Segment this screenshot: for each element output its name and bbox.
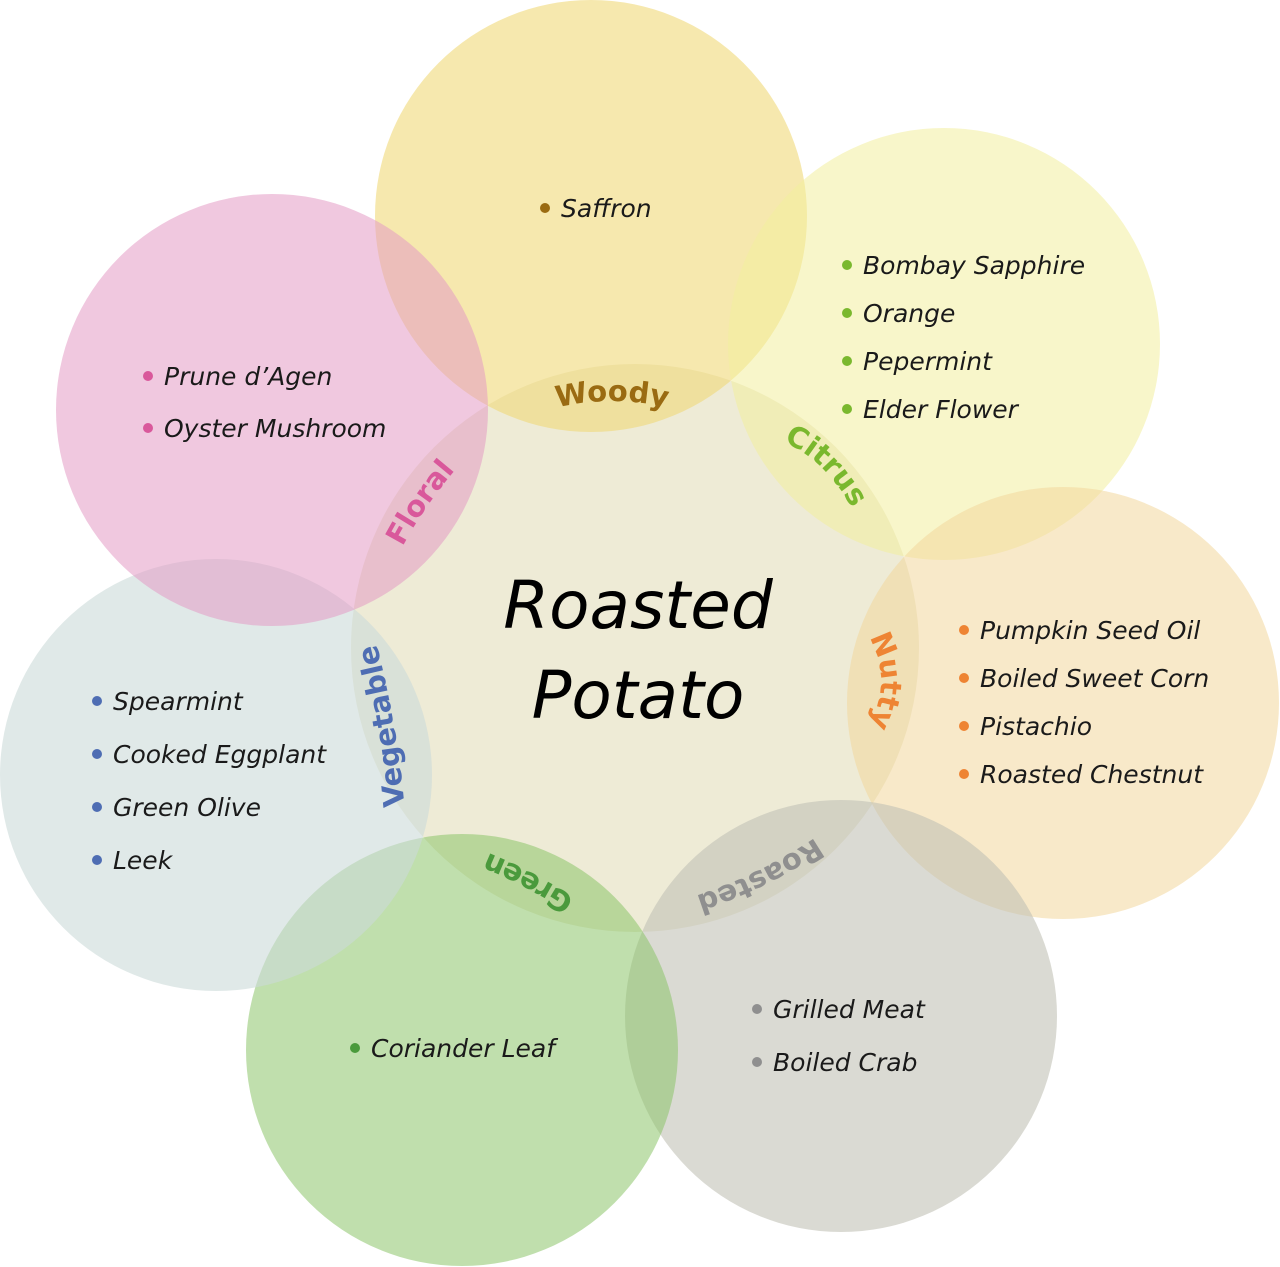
vegetable-item: Green Olive <box>113 793 261 822</box>
floral-item: Oyster Mushroom <box>164 414 386 443</box>
green-circle <box>246 834 678 1266</box>
vegetable-item: Leek <box>113 846 174 875</box>
nutty-bullet-icon <box>959 625 969 635</box>
floral-circle <box>56 194 488 626</box>
center-title-line-2: Potato <box>532 657 745 734</box>
floral-item: Prune d’Agen <box>164 362 332 391</box>
green-item: Coriander Leaf <box>371 1034 558 1063</box>
vegetable-item: Cooked Eggplant <box>113 740 327 769</box>
vegetable-item: Spearmint <box>113 687 244 716</box>
woody-bullet-icon <box>540 203 550 213</box>
citrus-item: Orange <box>863 299 955 328</box>
floral-bullet-icon <box>143 371 153 381</box>
roasted-item: Grilled Meat <box>773 995 926 1024</box>
vegetable-bullet-icon <box>92 802 102 812</box>
nutty-bullet-icon <box>959 673 969 683</box>
citrus-item: Pepermint <box>863 347 993 376</box>
citrus-item: Elder Flower <box>863 395 1020 424</box>
citrus-bullet-icon <box>842 308 852 318</box>
woody-circle <box>375 0 807 432</box>
vegetable-bullet-icon <box>92 696 102 706</box>
citrus-bullet-icon <box>842 260 852 270</box>
citrus-bullet-icon <box>842 356 852 366</box>
center-title-line-1: Roasted <box>503 567 774 644</box>
vegetable-circle <box>0 559 432 991</box>
floral-bullet-icon <box>143 423 153 433</box>
nutty-item: Pistachio <box>980 712 1092 741</box>
citrus-item: Bombay Sapphire <box>863 251 1085 280</box>
roasted-item: Boiled Crab <box>773 1048 917 1077</box>
center-circle <box>351 364 919 932</box>
nutty-item: Pumpkin Seed Oil <box>980 616 1200 645</box>
roasted-circle <box>625 800 1057 1232</box>
citrus-circle <box>728 128 1160 560</box>
vegetable-bullet-icon <box>92 749 102 759</box>
roasted-bullet-icon <box>752 1057 762 1067</box>
green-bullet-icon <box>350 1043 360 1053</box>
vegetable-bullet-icon <box>92 855 102 865</box>
nutty-bullet-icon <box>959 721 969 731</box>
nutty-circle <box>847 487 1279 919</box>
citrus-bullet-icon <box>842 404 852 414</box>
nutty-bullet-icon <box>959 769 969 779</box>
roasted-bullet-icon <box>752 1004 762 1014</box>
woody-item: Saffron <box>561 194 652 223</box>
nutty-item: Roasted Chestnut <box>980 760 1204 789</box>
nutty-item: Boiled Sweet Corn <box>980 664 1209 693</box>
